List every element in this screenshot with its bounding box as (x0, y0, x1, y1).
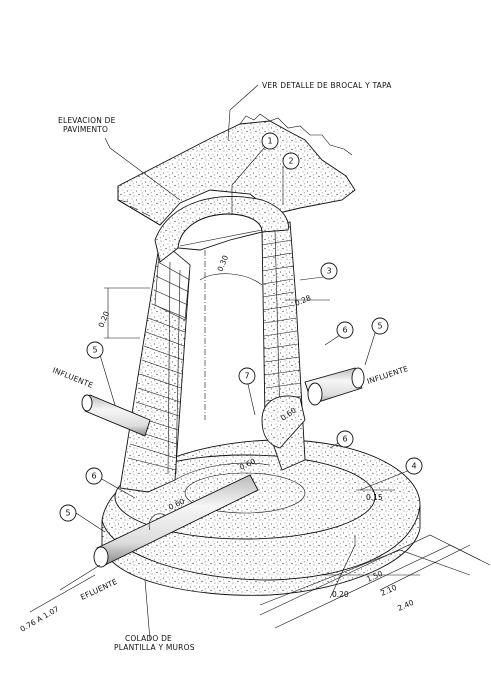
callout-5-right: 5 (371, 317, 389, 335)
svg-text:5: 5 (65, 509, 70, 518)
dim-030: 0.30 (216, 254, 231, 273)
svg-text:6: 6 (342, 326, 347, 335)
callout-5-left: 5 (86, 341, 104, 359)
callout-6-mid: 6 (336, 430, 354, 448)
svg-text:4: 4 (411, 462, 416, 471)
dim-076-107: 0.76 A 1.07 (19, 604, 61, 634)
effluent-pipe (93, 474, 259, 568)
callout-5-bottom: 5 (59, 504, 77, 522)
svg-text:5: 5 (92, 346, 97, 355)
leader-lines (75, 84, 411, 641)
dim-240: 2.40 (396, 598, 415, 613)
callout-1: 1 (261, 132, 279, 150)
label-ver-detalle: VER DETALLE DE BROCAL Y TAPA (262, 81, 392, 90)
callout-7: 7 (238, 367, 256, 385)
callout-4: 4 (405, 457, 423, 475)
label-influente-left: INFLUENTE (51, 366, 94, 390)
label-colado-2: PLANTILLA Y MUROS (114, 643, 195, 652)
svg-text:6: 6 (91, 472, 96, 481)
callout-3: 3 (320, 262, 338, 280)
label-colado-1: COLADO DE (125, 634, 172, 643)
dimension-lines (29, 287, 491, 629)
callout-6-right: 6 (336, 321, 354, 339)
dim-020-base: 0.20 (332, 590, 349, 599)
dim-210: 2.10 (379, 583, 398, 598)
label-elevacion-2: PAVIMENTO (63, 125, 108, 134)
influent-pipe-right (261, 367, 365, 449)
svg-text:6: 6 (342, 435, 347, 444)
svg-text:7: 7 (244, 372, 249, 381)
influent-pipe-left (81, 394, 151, 437)
svg-text:3: 3 (326, 267, 331, 276)
svg-text:5: 5 (377, 322, 382, 331)
callout-6-left: 6 (85, 467, 103, 485)
label-influente-right: INFLUENTE (366, 364, 410, 386)
callout-2: 2 (282, 152, 300, 170)
svg-text:1: 1 (267, 137, 272, 146)
label-elevacion-1: ELEVACION DE (58, 116, 116, 125)
svg-text:2: 2 (288, 157, 293, 166)
dim-028: 0.28 (293, 293, 312, 308)
dim-015: 0.15 (366, 493, 383, 502)
pavement-slab (117, 113, 356, 226)
dim-020-left: 0.20 (97, 310, 112, 329)
